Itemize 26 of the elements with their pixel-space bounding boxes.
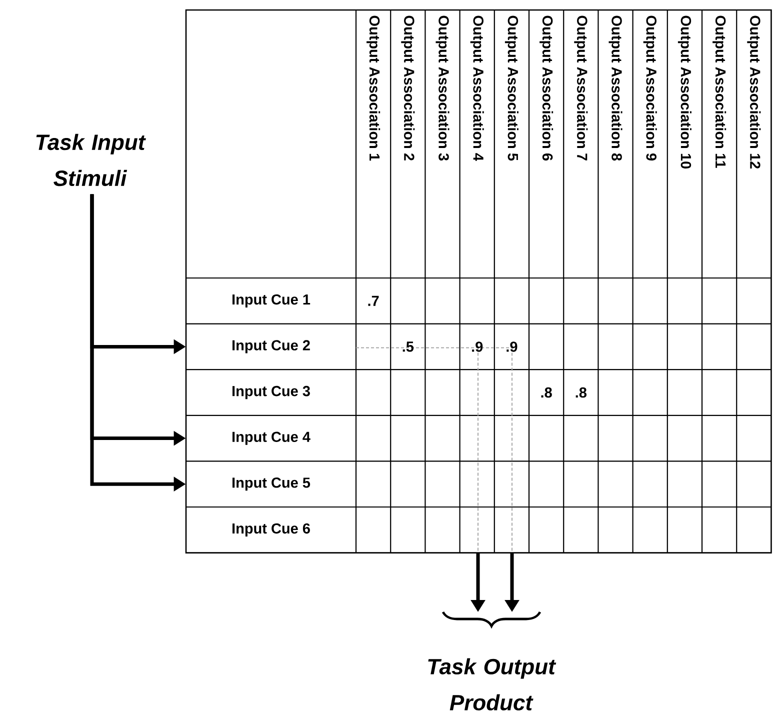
column-header: Output Association 3 (436, 16, 450, 160)
row-header-cell: Input Cue 3 (232, 386, 310, 400)
column-header: Output Association 8 (608, 16, 622, 161)
cell-value: .5 (402, 342, 414, 352)
row-header-cell: Input Cue 4 (232, 432, 310, 445)
heading-text: Task Output Product (428, 658, 556, 710)
column-header: Output Association 5 (504, 16, 518, 161)
cell-value: .9 (506, 342, 518, 352)
column-header: Output Association 4 (470, 16, 484, 161)
cell-value: .7 (368, 296, 379, 306)
column-header: Output Association 12 (747, 16, 761, 168)
column-header: Output Association 9 (643, 16, 657, 160)
column-header: Output Association 7 (574, 16, 588, 160)
heading-text: Task Input Stimuli (36, 134, 146, 186)
cell-value: .8 (541, 387, 552, 398)
cell-value: .8 (576, 387, 587, 398)
column-header: Output Association 6 (540, 16, 554, 160)
column-header: Output Association 11 (712, 16, 726, 168)
cell-value: .9 (472, 342, 483, 352)
column-header: Output Association 2 (401, 16, 415, 160)
column-header: Output Association 1 (366, 16, 380, 161)
row-header-cell: Input Cue 1 (232, 294, 310, 308)
column-header: Output Association 10 (678, 16, 692, 168)
row-header-cell: Input Cue 5 (232, 478, 310, 491)
row-header-cell: Input Cue 2 (232, 340, 310, 354)
row-header-cell: Input Cue 6 (232, 523, 310, 536)
